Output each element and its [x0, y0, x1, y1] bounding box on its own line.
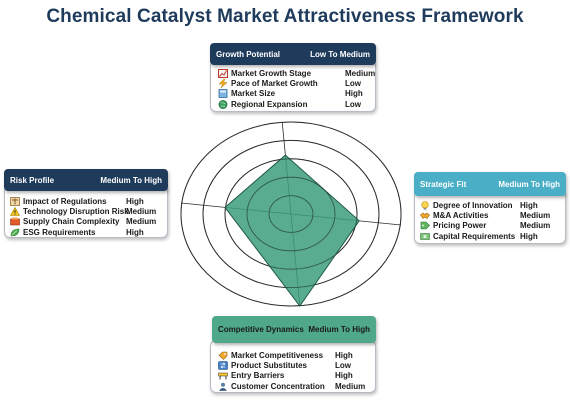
list-item: Pace of Market Growth Low: [218, 78, 375, 88]
row-value: Medium: [335, 381, 366, 391]
list-item: Supply Chain Complexity Medium: [10, 217, 156, 227]
row-label: Customer Concentration: [231, 381, 325, 391]
handshake-icon: [420, 211, 430, 220]
strategic-fit-list: Degree of Innovation High M&A Activities…: [420, 200, 550, 241]
competitive-dynamics-label: Competitive Dynamics: [218, 325, 304, 334]
growth-chart-icon: [218, 68, 228, 78]
row-label: Regional Expansion: [231, 99, 308, 109]
row-label: Pricing Power: [433, 221, 487, 231]
list-item: Market Growth Stage Medium: [218, 68, 375, 78]
growth-potential-list: Market Growth Stage Medium Pace of Marke…: [218, 68, 375, 109]
list-item: Market Size High: [218, 89, 375, 99]
row-value: High: [335, 371, 353, 381]
row-value: High: [520, 200, 538, 210]
growth-potential-header: Growth Potential Low To Medium: [210, 43, 376, 65]
row-value: Low: [335, 360, 351, 370]
radar-data-area: [224, 154, 360, 307]
list-item: Customer Concentration Medium: [218, 381, 365, 391]
list-item: Impact of Regulations High: [10, 196, 156, 206]
row-label: Product Substitutes: [231, 360, 308, 370]
growth-potential-level: Low To Medium: [310, 49, 370, 59]
competitive-dynamics-panel: [210, 340, 376, 393]
row-value: Medium: [345, 68, 376, 78]
tag-icon: [218, 351, 228, 360]
strategic-fit-label: Strategic Fit: [420, 179, 467, 189]
list-item: Pricing Power Medium: [420, 221, 550, 231]
row-label: Market Competitiveness: [231, 350, 324, 360]
competitive-dynamics-list: Market Competitiveness High Product Subs…: [218, 350, 365, 391]
row-value: High: [126, 227, 144, 237]
row-value: High: [335, 350, 353, 360]
row-value: Medium: [126, 217, 157, 227]
row-label: Impact of Regulations: [23, 196, 107, 206]
barrier-icon: [218, 371, 228, 380]
list-item: Entry Barriers High: [218, 371, 365, 381]
row-label: Pace of Market Growth: [231, 78, 318, 88]
competitive-dynamics-header: Competitive Dynamics Medium To High: [212, 316, 376, 343]
page-title: Chemical Catalyst Market Attractiveness …: [46, 6, 524, 27]
warning-icon: [10, 206, 20, 216]
substitute-icon: [218, 361, 228, 370]
row-value: Low: [345, 78, 361, 88]
list-item: Degree of Innovation High: [420, 200, 550, 210]
radar-ring-overlay: [246, 176, 336, 252]
price-tag-icon: [420, 221, 430, 230]
row-value: High: [126, 196, 144, 206]
row-label: M&A Activities: [433, 210, 489, 220]
row-label: Entry Barriers: [231, 371, 285, 381]
row-value: Medium: [126, 206, 157, 216]
row-label: Supply Chain Complexity: [23, 217, 120, 227]
row-value: Medium: [520, 221, 551, 231]
risk-profile-list: Impact of Regulations High Technology Di…: [10, 196, 156, 237]
radar-ring-overlay: [180, 121, 402, 307]
list-item: Capital Requirements High: [420, 231, 550, 241]
globe-icon: [218, 99, 228, 109]
row-label: Technology Disruption Risk: [23, 206, 129, 216]
competitive-dynamics-level: Medium To High: [308, 325, 370, 334]
row-label: Degree of Innovation: [433, 200, 513, 210]
list-item: Technology Disruption Risk Medium: [10, 206, 156, 216]
money-icon: [420, 232, 430, 241]
risk-profile-label: Risk Profile: [10, 175, 55, 185]
growth-potential-label: Growth Potential: [216, 49, 280, 59]
list-item: M&A Activities Medium: [420, 210, 550, 220]
row-label: Market Growth Stage: [231, 68, 312, 78]
supply-chain-icon: [10, 217, 20, 226]
radar-ring-overlay: [202, 139, 380, 288]
row-value: High: [345, 89, 363, 99]
row-label: Capital Requirements: [433, 231, 516, 241]
risk-profile-level: Medium To High: [100, 175, 162, 185]
strategic-fit-level: Medium To High: [498, 179, 560, 189]
leaf-icon: [10, 228, 20, 237]
calculator-icon: [218, 89, 228, 99]
radar-ring-overlay: [224, 158, 358, 270]
list-item: Product Substitutes Low: [218, 360, 365, 370]
row-label: Market Size: [231, 89, 276, 99]
row-label: ESG Requirements: [23, 227, 96, 237]
row-value: Low: [345, 99, 361, 109]
scales-icon: [10, 196, 20, 206]
list-item: Market Competitiveness High: [218, 350, 365, 360]
lightning-icon: [218, 78, 228, 88]
row-value: Medium: [520, 210, 551, 220]
customer-icon: [218, 382, 228, 391]
lightbulb-icon: [420, 200, 430, 210]
row-value: High: [520, 231, 538, 241]
list-item: Regional Expansion Low: [218, 99, 375, 109]
list-item: ESG Requirements High: [10, 227, 156, 237]
radar-ring-overlay: [268, 195, 314, 233]
risk-profile-header: Risk Profile Medium To High: [4, 169, 168, 191]
strategic-fit-header: Strategic Fit Medium To High: [414, 172, 566, 196]
